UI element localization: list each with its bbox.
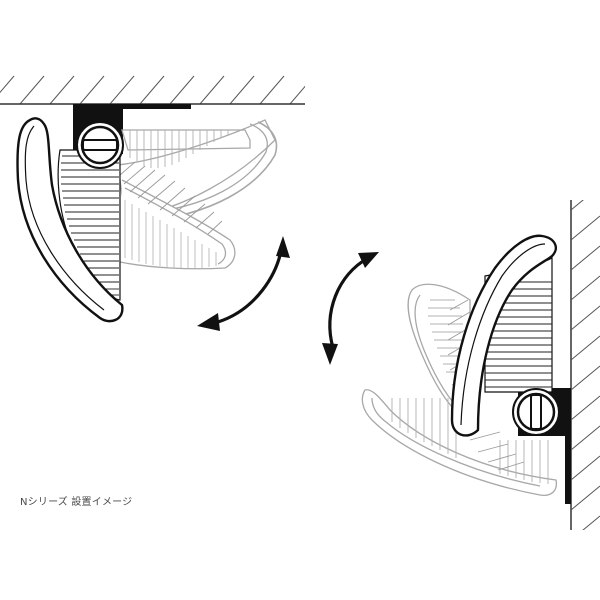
figure-caption: Nシリーズ 設置イメージ xyxy=(20,497,133,508)
door-stop-left xyxy=(16,117,124,323)
slotted-screw-icon xyxy=(512,388,560,436)
ghost-ribs-left xyxy=(129,130,229,168)
curved-double-arrow-icon xyxy=(328,256,369,349)
slotted-screw-icon xyxy=(76,121,124,169)
ghost-ribs-right xyxy=(391,299,549,484)
ghost-ribs-left-lower xyxy=(124,200,217,268)
ghost-hatch-left xyxy=(119,161,223,235)
ghost-door-stop-left xyxy=(117,119,278,270)
door-stop-right xyxy=(450,234,557,437)
side-wall xyxy=(570,200,600,530)
ceiling-wall xyxy=(0,75,305,105)
